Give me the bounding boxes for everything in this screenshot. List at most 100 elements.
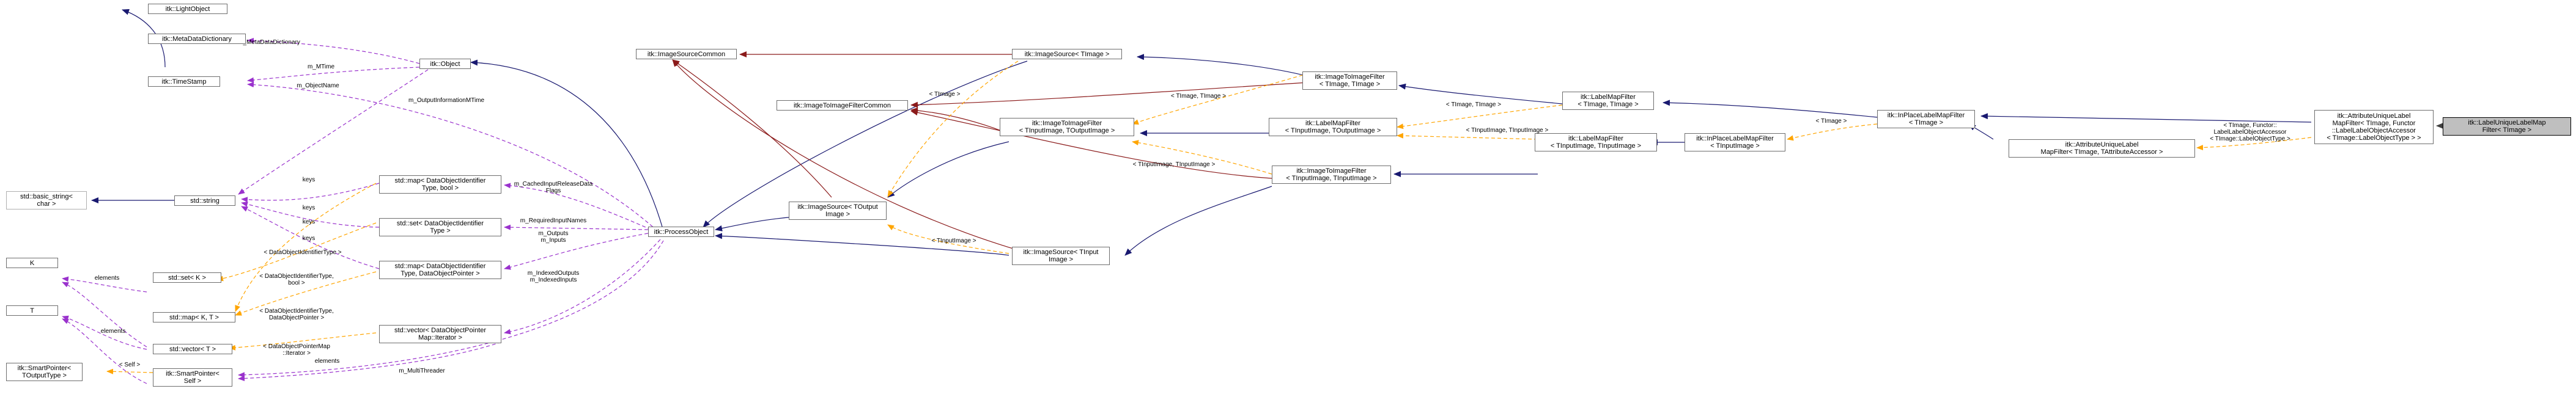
edge-label: keys — [303, 219, 316, 225]
edge-label: < TInputImage, TInputImage > — [1133, 161, 1216, 168]
edge-label: keys — [303, 235, 316, 242]
node-vectorDOPMI[interactable]: std::vector< DataObjectPointer Map::Iter… — [379, 325, 501, 343]
edge-mapDOIbool-processobject — [504, 183, 652, 230]
edge-label: < TImage > — [1816, 118, 1847, 125]
edge-T-mapKT — [62, 315, 147, 350]
edge-label: m_OutputInformationMTime — [408, 97, 485, 104]
node-mapDOIptr[interactable]: std::map< DataObjectIdentifier Type, Dat… — [379, 261, 501, 279]
node-smartptrSelf[interactable]: itk::SmartPointer< Self > — [153, 368, 232, 387]
node-mapKT[interactable]: std::map< K, T > — [153, 312, 235, 322]
node-object[interactable]: itk::Object — [419, 59, 471, 69]
edge-mapDOIptr-processobject — [504, 233, 649, 270]
edge-label: < TInputImage > — [931, 238, 976, 244]
node-imgfiltercommon[interactable]: itk::ImageToImageFilterCommon — [777, 100, 908, 111]
node-lulmf[interactable]: itk::LabelUniqueLabelMap Filter< TImage … — [2443, 117, 2571, 136]
node-mapDOIbool[interactable]: std::map< DataObjectIdentifier Type, boo… — [379, 175, 501, 194]
node-timestamp[interactable]: itk::TimeStamp — [148, 76, 220, 87]
node-lmfTinTin[interactable]: itk::LabelMapFilter < TInputImage, TInpu… — [1535, 133, 1657, 151]
edge-timestamp-processobject — [247, 82, 658, 231]
edge-i2iTinTin-imgfiltercommon — [910, 109, 1272, 179]
edge-label: < TImage > — [929, 91, 961, 98]
node-T[interactable]: T — [6, 305, 58, 316]
edge-imgsrcTInput-imgsrcTOut — [887, 224, 1009, 254]
node-aulmfTA[interactable]: itk::AttributeUniqueLabel MapFilter< TIm… — [2009, 139, 2195, 158]
edge-label: m_MetaDataDictionary — [238, 39, 300, 46]
edge-setK-setDOI — [216, 222, 377, 282]
edge-i2iTinTout-imgfiltercommon — [910, 107, 1003, 132]
edge-label: < TInputImage, TInputImage > — [1466, 127, 1549, 134]
edge-label: < TImage, TImage > — [1171, 93, 1226, 100]
edge-imgsrcTInput-imgsrccommon — [672, 59, 1016, 250]
edge-label: m_ObjectName — [297, 82, 339, 89]
node-iplmfTin[interactable]: itk::InPlaceLabelMapFilter < TInputImage… — [1685, 133, 1785, 151]
node-setDOI[interactable]: std::set< DataObjectIdentifier Type > — [379, 218, 501, 236]
edge-label: keys — [303, 177, 316, 183]
edge-i2iTT-imgfiltercommon — [910, 82, 1309, 108]
node-i2iTT[interactable]: itk::ImageToImageFilter < TImage, TImage… — [1302, 71, 1397, 90]
edge-lmfTT-i2iTT — [1398, 83, 1563, 104]
node-setK[interactable]: std::set< K > — [153, 272, 221, 283]
node-processobject[interactable]: itk::ProcessObject — [648, 227, 714, 237]
node-imgsrcTOut[interactable]: itk::ImageSource< TOutput Image > — [789, 202, 887, 220]
edge-label: elements — [315, 358, 340, 365]
edge-label: elements — [101, 328, 126, 335]
edge-label: m_RequiredInputNames — [520, 217, 586, 224]
edge-aulmfFull-aulmfTA — [2196, 137, 2312, 151]
node-imgsrccommon[interactable]: itk::ImageSourceCommon — [636, 49, 737, 59]
edge-smartptrSelf-processobject — [238, 240, 664, 378]
edge-lmfTT-lmfTinTout — [1397, 104, 1563, 129]
edge-metadatadict-object — [247, 37, 420, 64]
edge-label: < DataObjectIdentifierType,bool > — [259, 273, 333, 286]
edge-i2iTT-i2iTinTout — [1132, 73, 1309, 125]
edge-label: < TImage, Functor::LabelLabelObjectAcces… — [2210, 122, 2290, 142]
edge-smartptrSelf-vectorDOPMI — [238, 341, 502, 382]
node-K[interactable]: K — [6, 258, 58, 268]
edge-setDOI-processobject — [504, 224, 649, 230]
node-imgsrcTImage[interactable]: itk::ImageSource< TImage > — [1012, 49, 1122, 59]
edge-i2iTT-imgsrcTImage — [1137, 54, 1309, 77]
edge-i2iTinTout-imgsrcTOut — [887, 141, 1009, 198]
edge-label: elements — [95, 275, 120, 282]
edge-label: < DataObjectIdentifierType,DataObjectPoi… — [259, 308, 333, 321]
edge-T-vectorT — [62, 318, 147, 384]
edge-object-lightobject — [122, 9, 166, 68]
edge-lmfTinTin-lmfTinTout — [1397, 133, 1538, 140]
edge-stdstring-mapDOIbool — [241, 183, 380, 203]
edge-mapKT-mapDOIbool — [235, 183, 377, 312]
edge-timestamp-object — [247, 67, 420, 83]
edge-label: < TImage, TImage > — [1446, 101, 1501, 108]
node-vectorT[interactable]: std::vector< T > — [153, 344, 232, 354]
edge-label: m_MTime — [308, 64, 335, 70]
edge-stdstring-mapDOIptr — [241, 206, 380, 269]
edge-iplmfT-lmfTT — [1663, 100, 1878, 118]
edge-i2iTinTin-imgsrcTInput — [1124, 186, 1272, 256]
node-lightobject[interactable]: itk::LightObject — [148, 4, 227, 14]
edge-i2iTinTin-i2iTinTout — [1132, 140, 1272, 175]
node-smartptrTOut[interactable]: itk::SmartPointer< TOutputType > — [6, 363, 83, 381]
edge-stdstring-setDOI — [241, 201, 380, 228]
edge-imgsrcTImage-processobject — [703, 60, 1028, 228]
edge-label: < Self > — [119, 362, 141, 368]
node-i2iTinTin[interactable]: itk::ImageToImageFilter < TInputImage, T… — [1272, 166, 1391, 184]
node-i2iTinTout[interactable]: itk::ImageToImageFilter < TInputImage, T… — [1000, 118, 1134, 136]
edge-iplmfT-iplmfTin — [1787, 123, 1878, 141]
edge-imgsrcTOut-processobject — [715, 216, 795, 231]
node-lmfTT[interactable]: itk::LabelMapFilter < TImage, TImage > — [1562, 92, 1654, 110]
edge-imgsrcTInput-processobject — [715, 233, 1009, 256]
edge-processobject-object — [470, 59, 664, 231]
edge-imgsrcTOut-imgsrccommon — [672, 59, 832, 198]
node-basicstring[interactable]: std::basic_string< char > — [6, 191, 87, 209]
edge-smartptrTOut-smartptrSelf — [106, 368, 153, 374]
node-lmfTinTout[interactable]: itk::LabelMapFilter < TInputImage, TOutp… — [1269, 118, 1397, 136]
node-stdstring[interactable]: std::string — [174, 195, 235, 206]
node-iplmfT[interactable]: itk::InPlaceLabelMapFilter < TImage > — [1877, 110, 1975, 128]
node-imgsrcTInput[interactable]: itk::ImageSource< TInput Image > — [1012, 247, 1110, 265]
node-metadatadict[interactable]: itk::MetaDataDictionary — [148, 34, 246, 44]
node-aulmfFull[interactable]: itk::AttributeUniqueLabel MapFilter< TIm… — [2314, 110, 2434, 144]
edge-mapKT-mapDOIptr — [235, 271, 377, 316]
edge-label: < DataObjectIdentifierType > — [264, 249, 341, 256]
